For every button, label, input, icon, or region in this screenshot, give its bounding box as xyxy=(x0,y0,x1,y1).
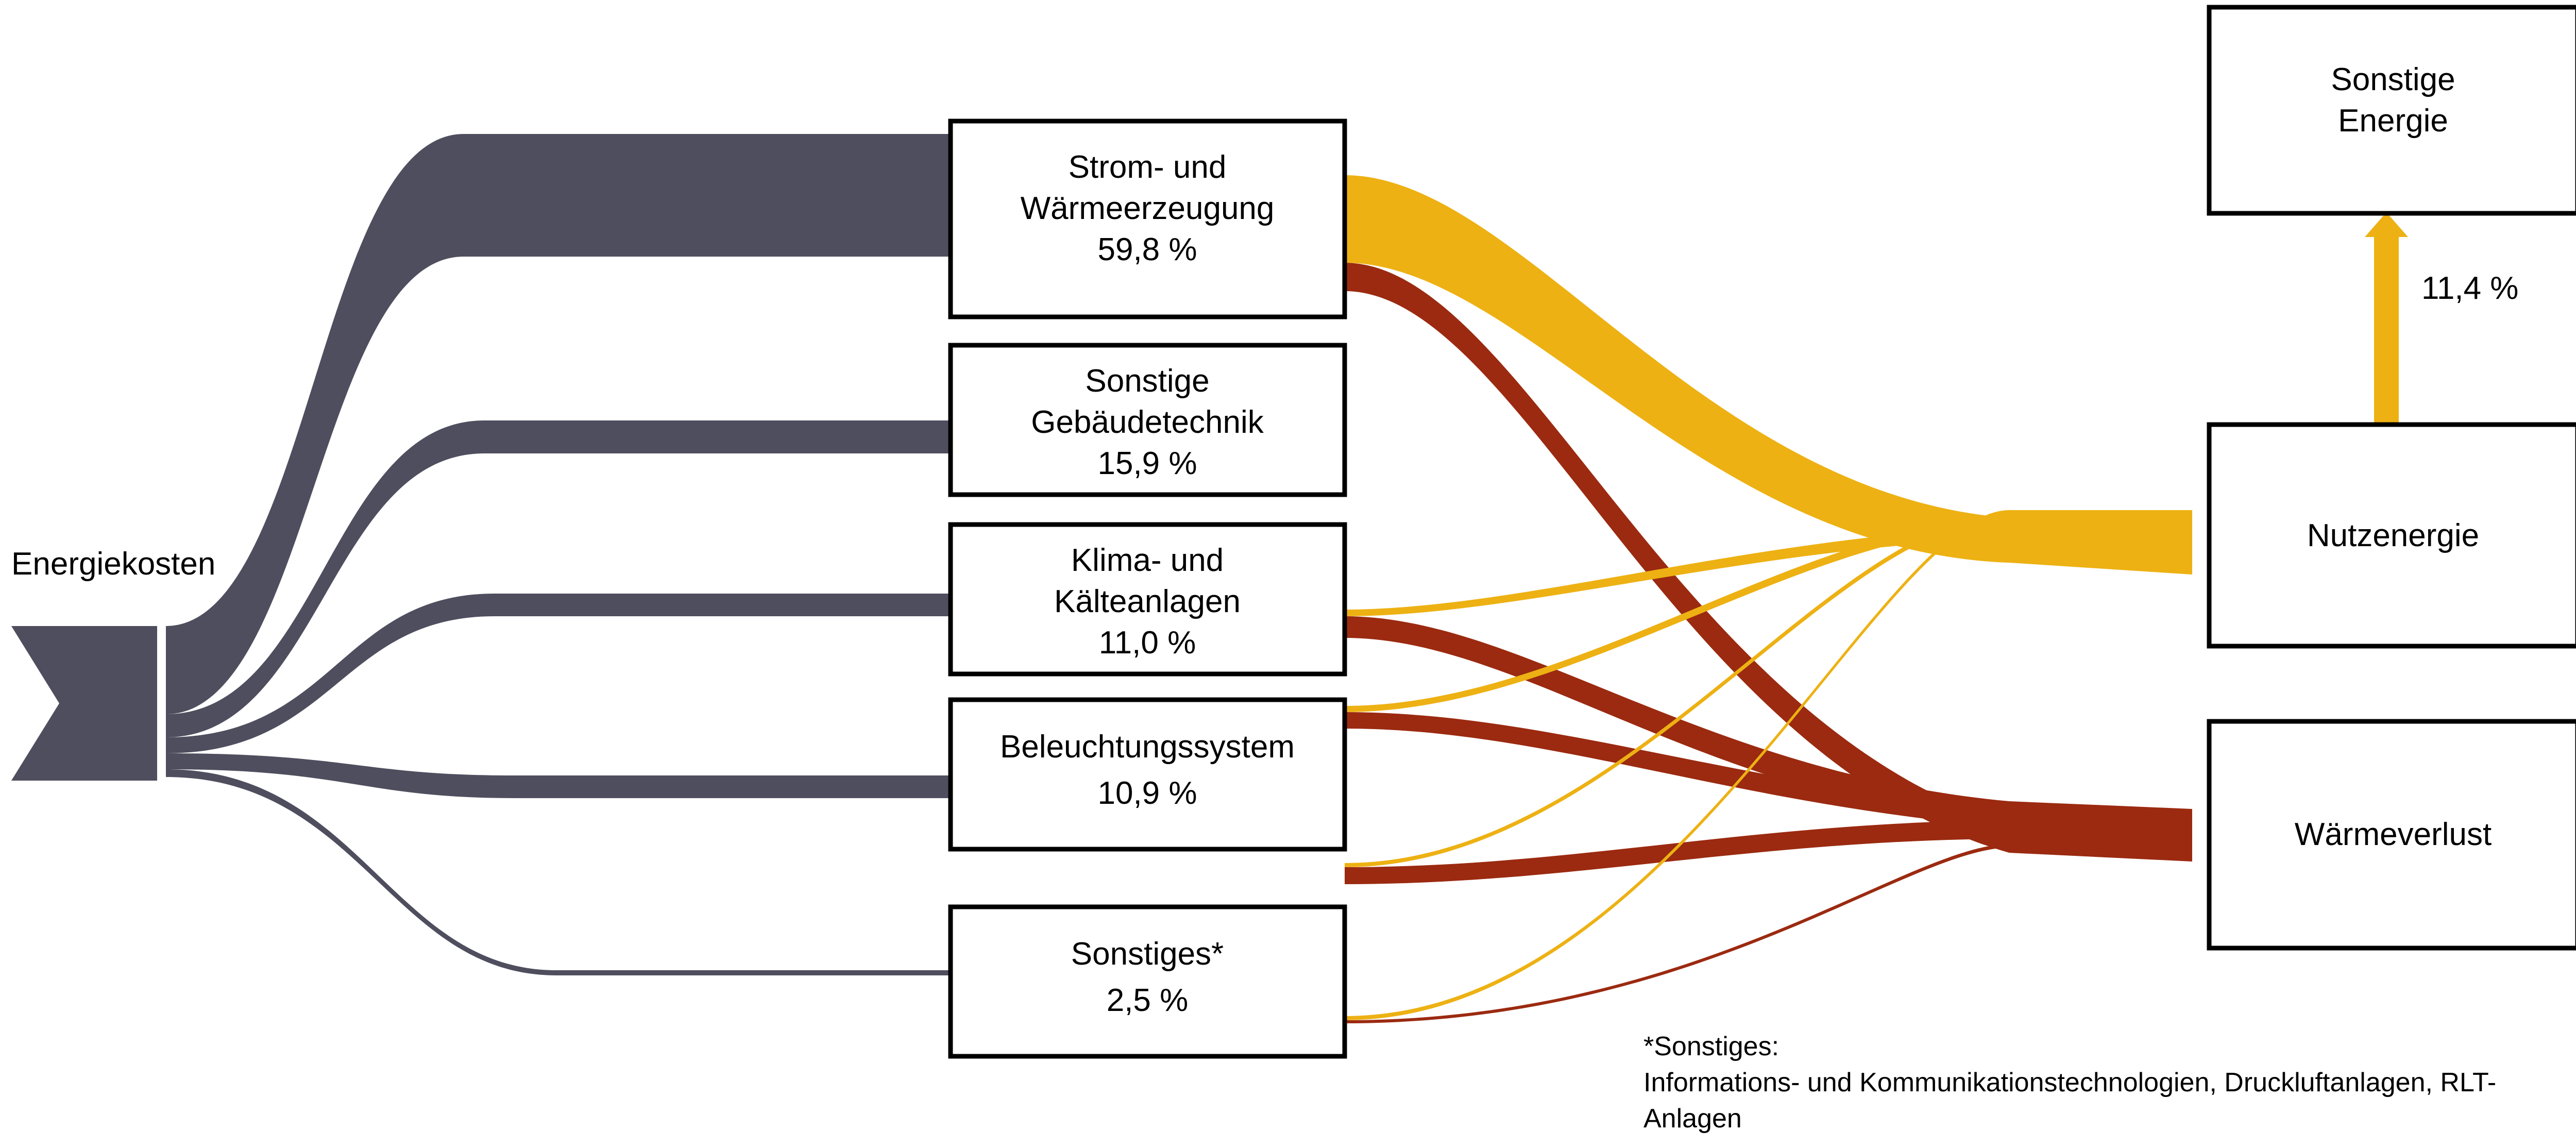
box-strom-label-2: Wärmeerzeugung xyxy=(1021,191,1275,226)
stage1-node-gebaude[interactable]: Sonstige Gebäudetechnik 15,9 % xyxy=(948,343,1347,497)
flow-energiekosten-to-sonstiges xyxy=(166,769,951,975)
flow-energiekosten-to-strom xyxy=(166,134,951,714)
box-gebaude-label-1: Sonstige xyxy=(1085,363,1209,399)
footnote-line-2: Informations- und Kommunikationstechnolo… xyxy=(1643,1068,2496,1098)
box-gebaude-value: 15,9 % xyxy=(1097,446,1197,481)
flows-source-to-systems xyxy=(166,134,951,975)
box-klima-value: 11,0 % xyxy=(1099,625,1196,661)
box-gebaude xyxy=(948,343,1347,497)
flows-systems-to-energy xyxy=(1345,175,2192,1023)
box-licht xyxy=(948,697,1347,852)
box-sonstige-energie xyxy=(2207,5,2576,216)
box-licht-label-1: Beleuchtungssystem xyxy=(1000,729,1295,765)
box-sonstige-energie-label-2: Energie xyxy=(2338,103,2448,139)
box-sonstige-energie-label-1: Sonstige xyxy=(2331,62,2455,97)
stage2-node-sonstige-energie[interactable]: Sonstige Energie xyxy=(2207,5,2576,216)
footnote-line-3: Anlagen xyxy=(1643,1104,1742,1134)
stage1-node-strom[interactable]: Strom- und Wärmeerzeugung 59,8 % xyxy=(948,119,1347,319)
box-waermeverlust xyxy=(2207,719,2576,951)
box-strom-label-1: Strom- und xyxy=(1069,149,1227,185)
flow-klima-to-nutzenergie xyxy=(1345,518,2192,712)
flow-energiekosten-to-gebaude xyxy=(166,420,951,737)
stage1-node-sonstiges[interactable]: Sonstiges* 2,5 % xyxy=(948,904,1347,1059)
footnote: *Sonstiges: Informations- und Kommunikat… xyxy=(1643,1032,2496,1134)
flow-nutzenergie-to-sonstige-energie xyxy=(2365,212,2408,448)
box-sonstiges-value: 2,5 % xyxy=(1107,983,1189,1018)
stage1-node-klima[interactable]: Klima- und Kälteanlagen 11,0 % xyxy=(948,522,1347,677)
flow-licht-to-waermeverlust xyxy=(1345,820,2192,884)
box-sonstiges-label-1: Sonstiges* xyxy=(1071,936,1224,972)
box-klima-label-1: Klima- und xyxy=(1071,543,1224,578)
box-klima-label-2: Kälteanlagen xyxy=(1054,584,1241,619)
sonstige-energie-arrow xyxy=(2365,212,2408,448)
stage2-node-waermeverlust[interactable]: Wärmeverlust xyxy=(2207,719,2576,951)
box-nutzenergie xyxy=(2207,422,2576,649)
box-nutzenergie-label: Nutzenergie xyxy=(2307,518,2479,553)
box-strom xyxy=(948,119,1347,319)
footnote-line-1: *Sonstiges: xyxy=(1643,1032,1779,1061)
box-gebaude-label-2: Gebäudetechnik xyxy=(1031,404,1264,440)
flow-klima-to-waermeverlust xyxy=(1345,712,2192,833)
box-sonstiges xyxy=(948,904,1347,1059)
flow-energiekosten-to-licht xyxy=(166,753,951,798)
flow-gebaude-to-nutzenergie xyxy=(1345,527,2192,616)
box-strom-value: 59,8 % xyxy=(1097,232,1197,267)
source-label: Energiekosten xyxy=(11,546,215,582)
flow-gebaude-to-waermeverlust xyxy=(1345,616,2192,835)
flow-energiekosten-to-klima xyxy=(166,594,951,753)
stage2-node-nutzenergie[interactable]: Nutzenergie xyxy=(2207,422,2576,649)
label-sonstige-energie-flow: 11,4 % xyxy=(2421,271,2518,306)
box-waermeverlust-label: Wärmeverlust xyxy=(2295,817,2492,852)
energiekosten-chevron xyxy=(11,626,157,781)
stage1-node-licht[interactable]: Beleuchtungssystem 10,9 % xyxy=(948,697,1347,852)
source-node-energiekosten[interactable] xyxy=(11,626,157,781)
box-licht-value: 10,9 % xyxy=(1097,775,1197,811)
box-klima xyxy=(948,522,1347,677)
flow-strom-to-waermeverlust xyxy=(1345,263,2192,862)
